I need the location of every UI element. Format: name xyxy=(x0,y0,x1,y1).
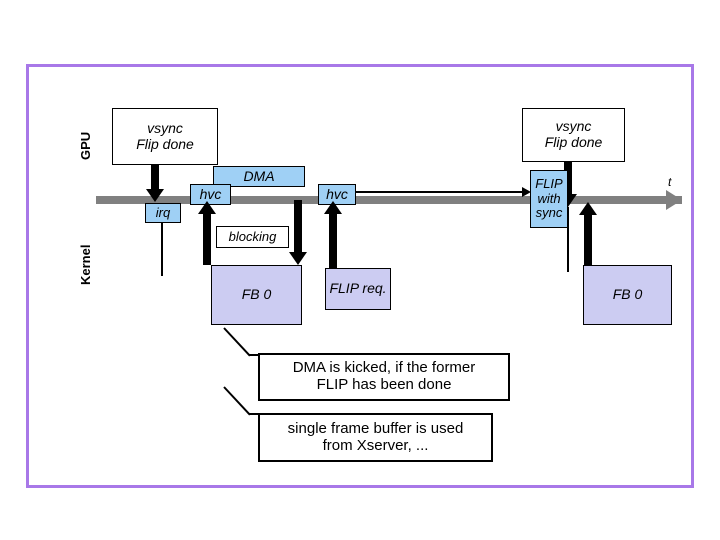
callout-dma: DMA is kicked, if the former FLIP has be… xyxy=(258,353,510,401)
kernel-box-fb-left: FB 0 xyxy=(211,265,302,325)
arrow-shaft-flipreq-to-hvc-second xyxy=(329,212,337,268)
flip-sync-lifeline xyxy=(567,207,569,272)
arrow-head-vsync-left xyxy=(146,189,164,202)
callout-leader-horizontal-1 xyxy=(249,354,261,356)
irq-lifeline xyxy=(161,223,163,276)
lane-label-kernel: Kernel xyxy=(78,244,93,285)
slide-border xyxy=(26,64,694,488)
arrow-head-fb-to-hvc-first xyxy=(198,201,216,214)
arrow-head-fbright-to-timeline xyxy=(579,202,597,215)
callout-fb: single frame buffer is used from Xserver… xyxy=(258,413,493,462)
gpu-event-vsync-left: vsync Flip done xyxy=(112,108,218,165)
timeline-box-hvc-first: hvc xyxy=(190,184,231,205)
timeline-box-flip-with-sync: FLIP with sync xyxy=(530,170,568,228)
arrow-shaft-vsync-left xyxy=(151,165,159,191)
timeline-box-hvc-second: hvc xyxy=(318,184,356,205)
thin-arrow-head-hvc-to-flip xyxy=(522,187,531,197)
timeline-box-irq: irq xyxy=(145,203,181,223)
timeline-box-dma: DMA xyxy=(213,166,305,187)
arrow-head-dma-to-fb xyxy=(289,252,307,265)
lane-label-gpu: GPU xyxy=(78,131,93,160)
arrow-shaft-fb-to-hvc-first xyxy=(203,213,211,265)
arrow-head-flipreq-to-hvc-second xyxy=(324,201,342,214)
thin-arrow-shaft-hvc-to-flip xyxy=(356,191,524,193)
arrow-shaft-fbright-to-timeline xyxy=(584,214,592,266)
time-axis-label: t xyxy=(668,175,672,189)
gpu-event-vsync-right: vsync Flip done xyxy=(522,108,625,162)
kernel-box-fb-right: FB 0 xyxy=(583,265,672,325)
kernel-box-flip-req: FLIP req. xyxy=(325,268,391,310)
arrow-shaft-vsync-right xyxy=(564,162,572,198)
timeline-axis xyxy=(96,196,682,204)
callout-leader-horizontal-2 xyxy=(249,413,261,415)
kernel-box-blocking: blocking xyxy=(216,226,289,248)
timeline-arrow-head xyxy=(666,190,682,210)
arrow-shaft-dma-to-fb xyxy=(294,200,302,252)
